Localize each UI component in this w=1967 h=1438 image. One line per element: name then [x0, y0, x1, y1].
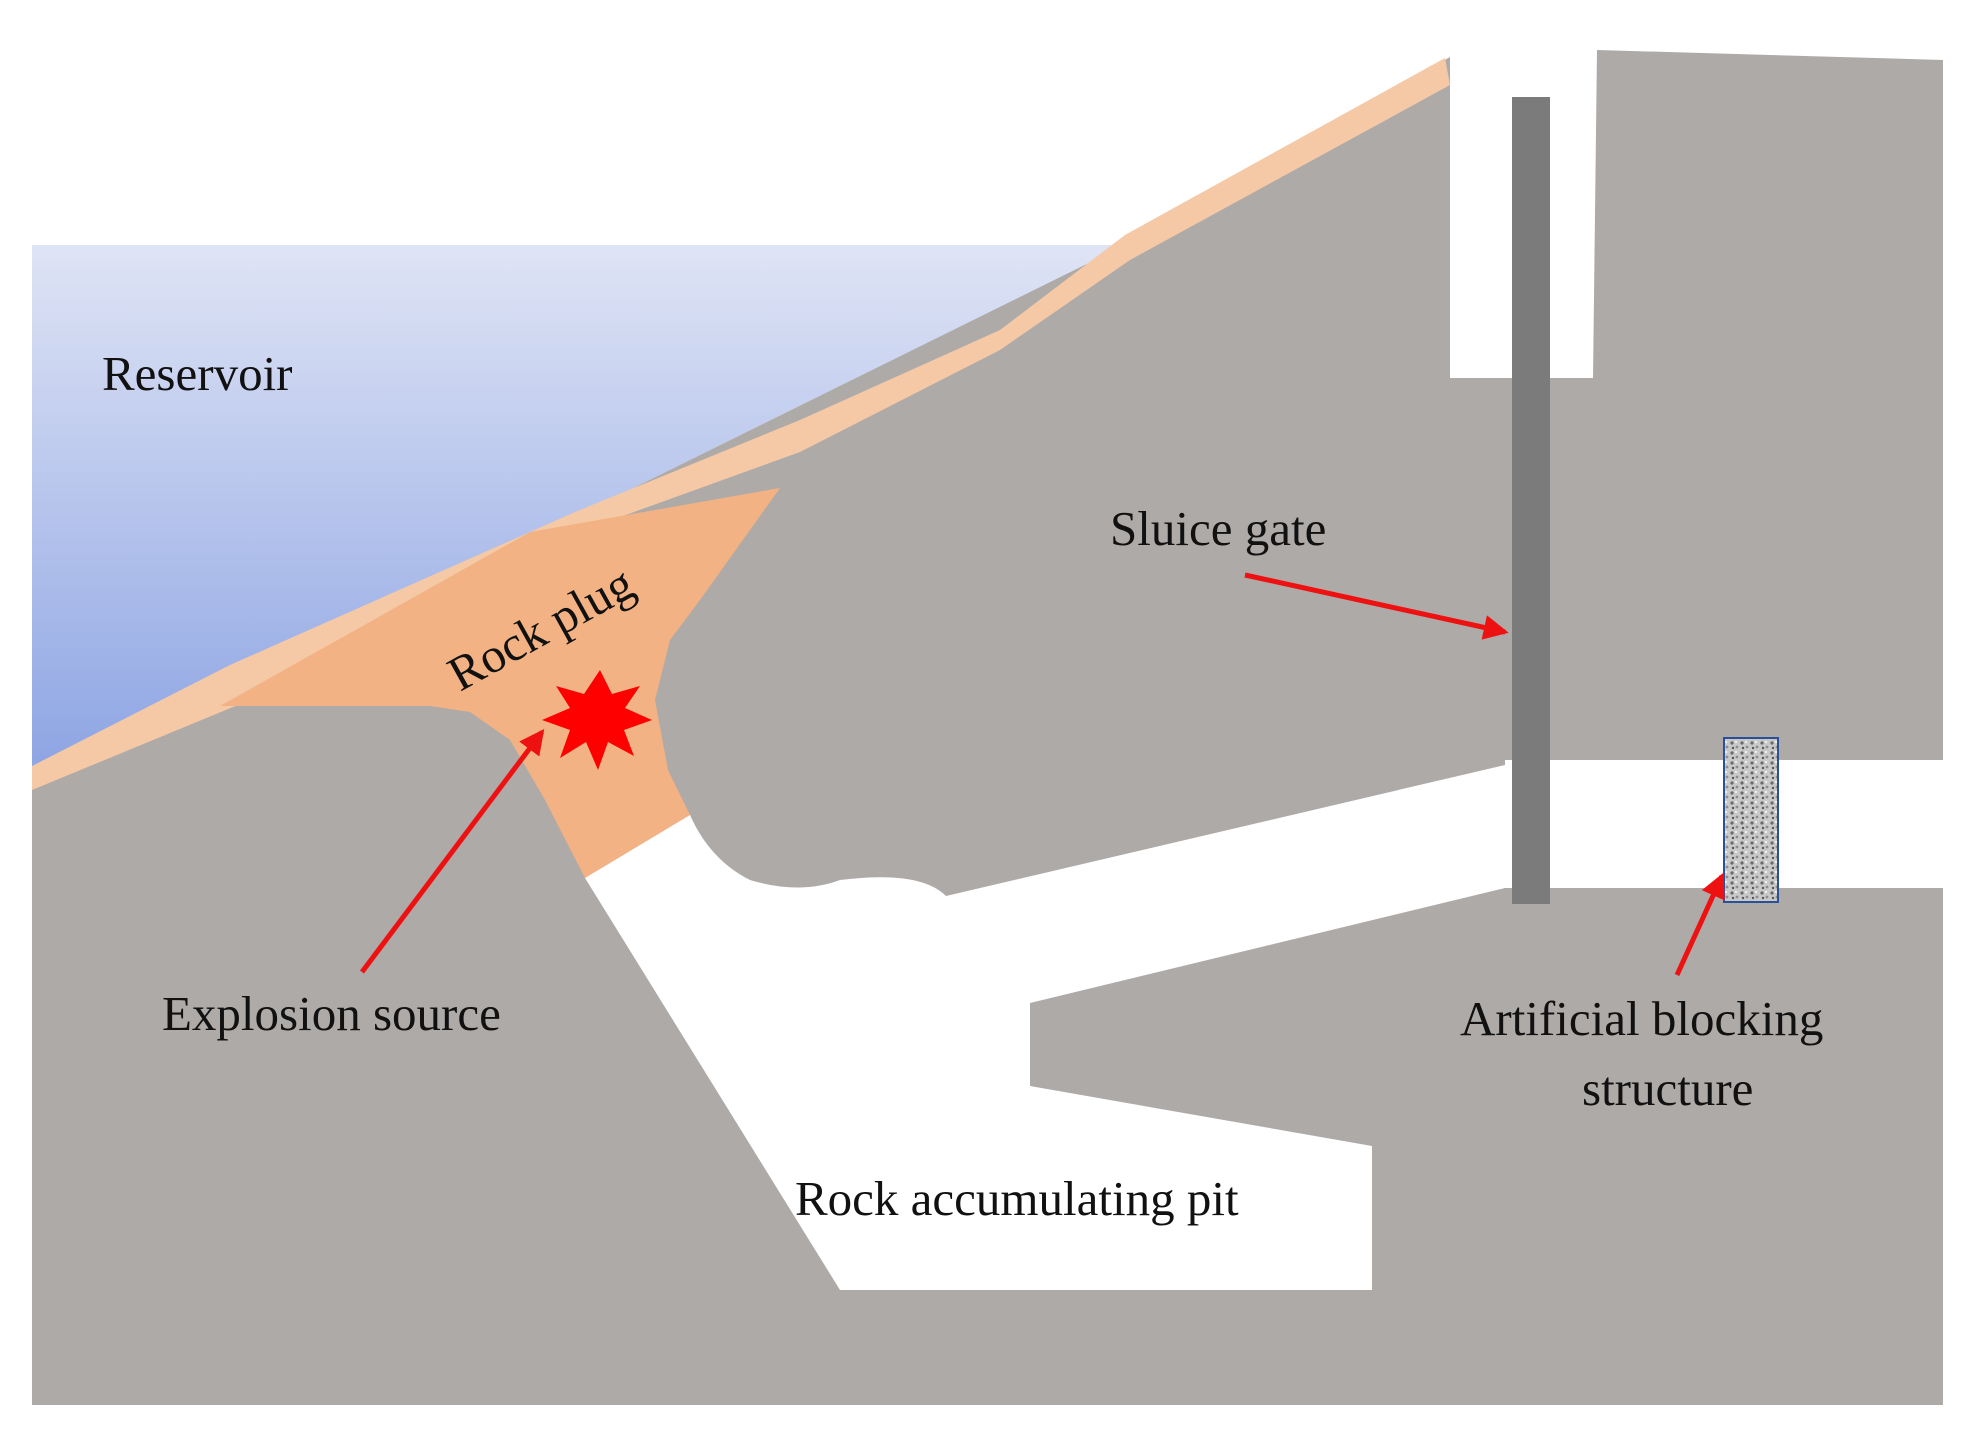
- label-artificial-blocking-line2: structure: [1582, 1061, 1753, 1116]
- rock-massif: [32, 50, 1943, 1405]
- rock-accumulating-pit: [585, 765, 1505, 1290]
- explosion-burst-icon: [542, 670, 652, 770]
- label-rock-accumulating-pit: Rock accumulating pit: [795, 1171, 1239, 1226]
- label-reservoir: Reservoir: [102, 346, 293, 401]
- sluice-gate: [1512, 97, 1550, 904]
- label-explosion-source: Explosion source: [162, 986, 501, 1041]
- overburden-layer: [32, 58, 1450, 790]
- sluice-gate-arrow: [1244, 572, 1509, 640]
- artificial-blocking-structure: [1723, 737, 1779, 903]
- blocking-structure-arrow: [1674, 872, 1725, 977]
- explosion-source-arrow: [360, 729, 545, 974]
- label-sluice-gate: Sluice gate: [1110, 501, 1326, 556]
- rock-plug: [220, 488, 780, 878]
- label-artificial-blocking-line1: Artificial blocking: [1460, 991, 1823, 1046]
